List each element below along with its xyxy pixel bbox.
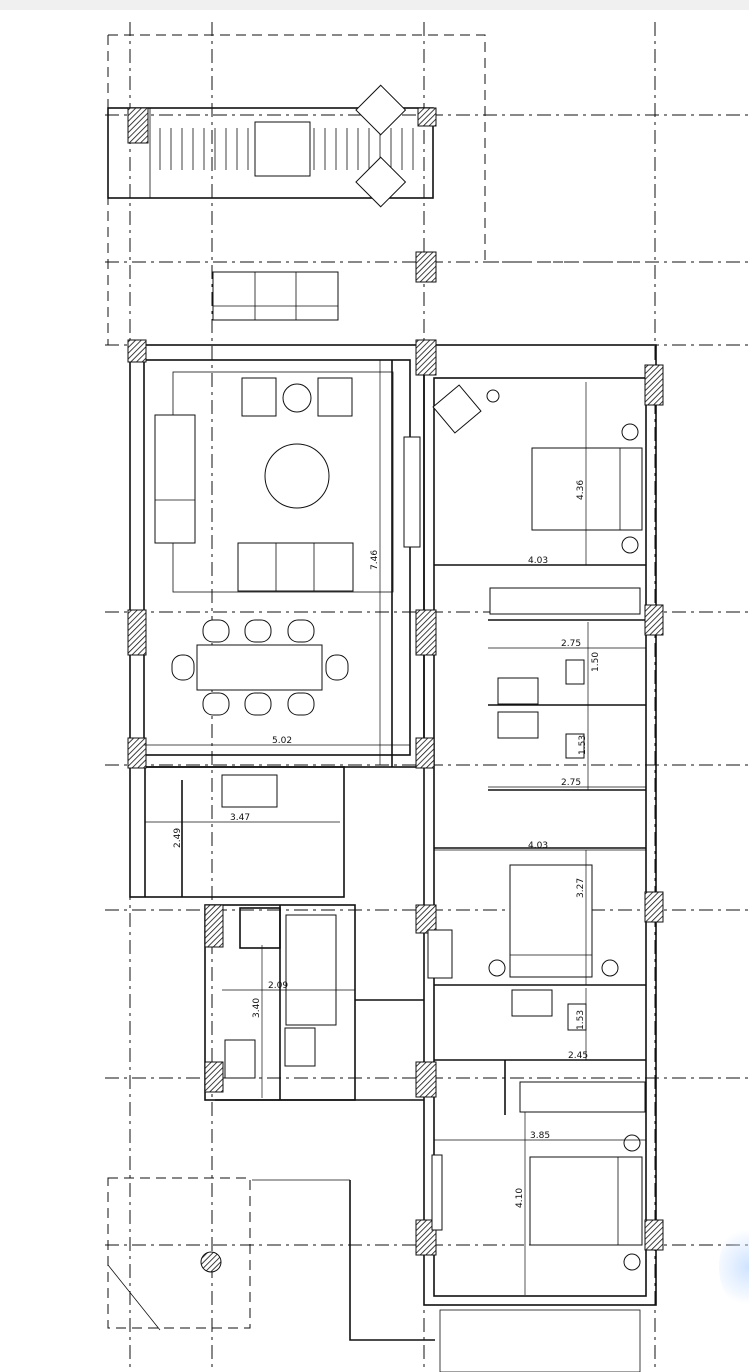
terrace-sofa bbox=[212, 271, 339, 321]
dim-kitchen-width: 3.47 bbox=[230, 813, 250, 823]
dim-bath-top-width: 2.75 bbox=[561, 639, 581, 649]
dim-bedroom3-width: 3.85 bbox=[530, 1131, 550, 1141]
armchair-right bbox=[317, 377, 353, 417]
living-furniture bbox=[154, 377, 421, 716]
bedroom-furniture bbox=[427, 384, 646, 1271]
kitchen-sink bbox=[221, 774, 278, 808]
lower-terrace bbox=[107, 1177, 641, 1372]
dim-bedroom3-height: 4.10 bbox=[515, 1188, 525, 1208]
dim-bath-bottom-width: 2.75 bbox=[561, 778, 581, 788]
dim-bedroom2-width: 4.03 bbox=[528, 841, 548, 851]
dim-service-width: 2.09 bbox=[268, 981, 288, 991]
dim-living-height: 7.46 bbox=[370, 550, 380, 570]
terrace-chair-1 bbox=[355, 84, 407, 136]
dim-kitchen-height: 2.49 bbox=[173, 828, 183, 848]
round-rug bbox=[264, 443, 330, 509]
dim-bath-bottom-height: 1.53 bbox=[578, 735, 588, 755]
dim-living-width: 5.02 bbox=[272, 736, 292, 746]
dimension-lines bbox=[144, 360, 646, 1295]
dim-bath-top-height: 1.50 bbox=[591, 652, 601, 672]
master-armchair bbox=[432, 384, 482, 434]
terrace-table bbox=[254, 121, 311, 177]
terrace-chair-2 bbox=[355, 156, 407, 208]
side-table bbox=[282, 383, 312, 413]
bed3-wardrobe bbox=[519, 1081, 646, 1113]
bath2-sink bbox=[497, 711, 539, 739]
bath-fixtures bbox=[221, 659, 587, 1079]
dim-master-width: 4.03 bbox=[528, 556, 548, 566]
bath3-sink bbox=[511, 989, 553, 1017]
bath1-sink bbox=[497, 677, 539, 705]
dim-bath3-width: 2.45 bbox=[568, 1051, 588, 1061]
dim-bedroom2-height: 3.27 bbox=[576, 878, 586, 898]
dim-bath3-height: 1.53 bbox=[576, 1010, 586, 1030]
dim-master-height: 4.36 bbox=[576, 480, 586, 500]
bed2 bbox=[509, 864, 593, 978]
dimension-labels: 4.36 4.03 2.75 1.50 1.53 2.75 7.46 5.02 … bbox=[173, 480, 601, 1208]
side-sofa bbox=[154, 414, 196, 544]
living-sofa bbox=[237, 542, 354, 592]
dining-table bbox=[196, 644, 323, 691]
viewer-top-strip bbox=[0, 0, 749, 10]
tv-unit bbox=[403, 436, 421, 548]
master-bed bbox=[531, 447, 643, 531]
service-bathtub bbox=[285, 914, 337, 1026]
armchair-left bbox=[241, 377, 277, 417]
bed2-wardrobe bbox=[427, 929, 453, 979]
columns bbox=[127, 107, 664, 1273]
terrace bbox=[107, 34, 640, 345]
grid-lines bbox=[105, 22, 749, 1372]
dim-service-height: 3.40 bbox=[252, 998, 262, 1018]
master-wardrobe bbox=[489, 587, 641, 615]
bed3 bbox=[529, 1156, 643, 1246]
